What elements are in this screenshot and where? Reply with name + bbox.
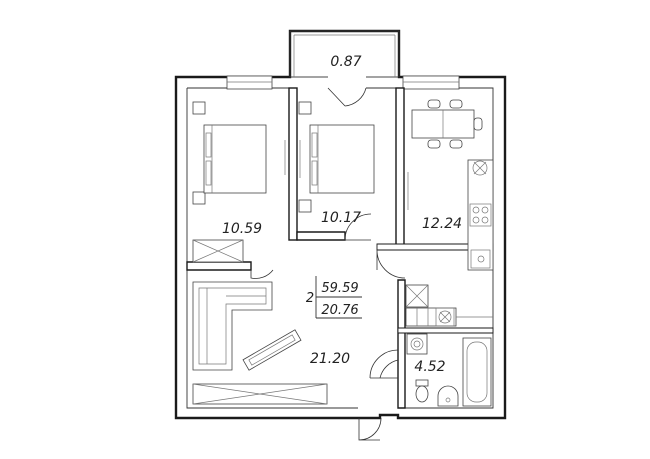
total-area: 59.59 — [321, 281, 358, 296]
rooms-count: 2 — [306, 291, 314, 306]
balcony: 0.87 — [289, 30, 400, 107]
bathroom: 4.52 — [369, 333, 492, 407]
bedroom-left-area: 10.59 — [222, 221, 262, 237]
bedroom-middle-area: 10.17 — [321, 210, 361, 226]
bedroom-middle: 10.17 — [298, 101, 375, 241]
bathroom-area: 4.52 — [414, 359, 445, 375]
hall-utility — [405, 284, 493, 327]
interior-walls — [186, 87, 494, 409]
living-room-area: 21.20 — [310, 351, 350, 367]
bedroom-left: 10.59 — [192, 101, 286, 279]
living-area: 20.76 — [321, 303, 358, 318]
living-room: 2 59.59 20.76 21.20 — [192, 276, 399, 441]
kitchen-area: 12.24 — [422, 216, 462, 232]
balcony-area: 0.87 — [330, 54, 361, 70]
windows — [226, 75, 460, 90]
kitchen: 12.24 — [376, 99, 494, 279]
